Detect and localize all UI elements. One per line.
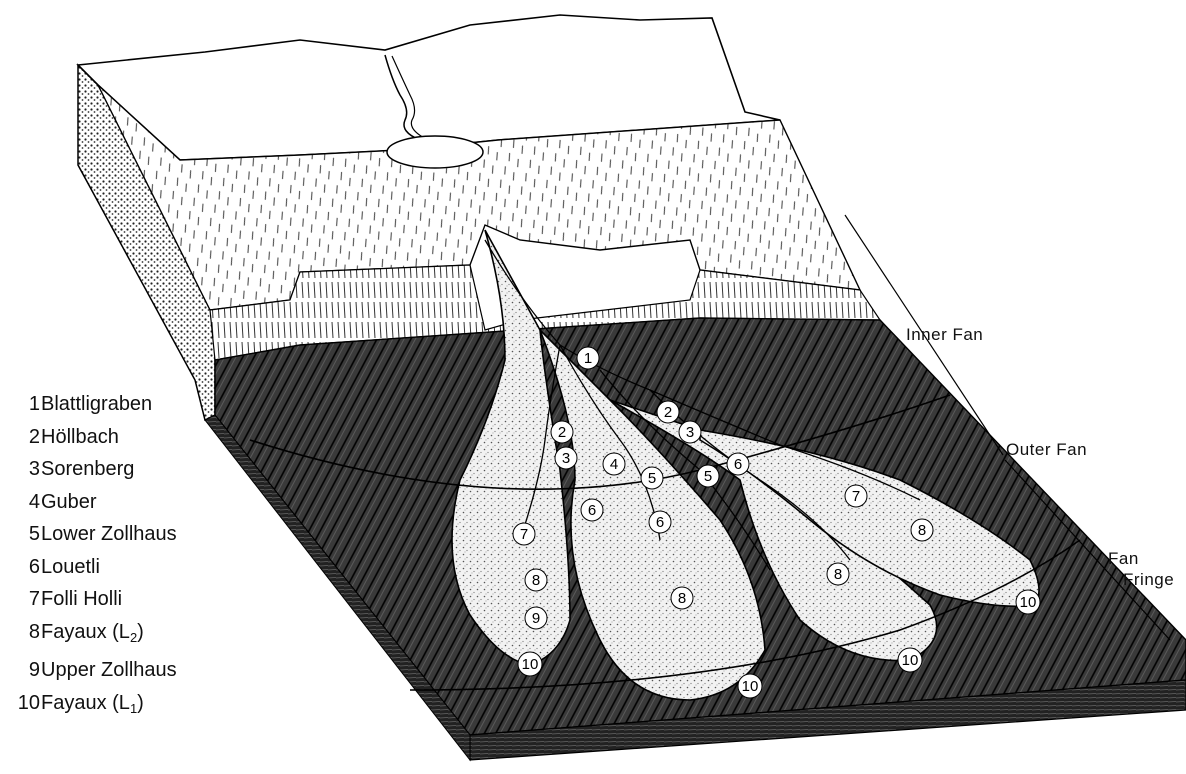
legend-item-2: 2Höllbach bbox=[10, 421, 240, 454]
unit-marker-label: 10 bbox=[1020, 594, 1037, 611]
legend-item-1: 1Blattligraben bbox=[10, 388, 240, 421]
unit-marker-label: 5 bbox=[648, 470, 656, 487]
unit-marker-label: 8 bbox=[918, 522, 926, 539]
unit-marker-10: 10 bbox=[898, 648, 922, 672]
unit-marker-label: 7 bbox=[852, 488, 860, 505]
unit-marker-label: 8 bbox=[532, 572, 540, 589]
legend-item-3: 3Sorenberg bbox=[10, 453, 240, 486]
unit-marker-label: 6 bbox=[656, 514, 664, 531]
unit-marker-8: 8 bbox=[671, 587, 693, 609]
slope-canyon-head bbox=[387, 136, 483, 168]
unit-marker-7: 7 bbox=[513, 523, 535, 545]
unit-marker-9: 9 bbox=[525, 607, 547, 629]
unit-marker-5: 5 bbox=[641, 467, 663, 489]
unit-marker-label: 9 bbox=[532, 610, 540, 627]
unit-marker-8: 8 bbox=[525, 569, 547, 591]
unit-marker-1: 1 bbox=[577, 347, 599, 369]
unit-marker-label: 5 bbox=[704, 468, 712, 485]
zone-label-fan-fringe: Fan Fringe bbox=[1108, 548, 1174, 590]
unit-marker-label: 10 bbox=[902, 652, 919, 669]
unit-marker-label: 8 bbox=[834, 566, 842, 583]
unit-marker-label: 3 bbox=[686, 424, 694, 441]
unit-marker-4: 4 bbox=[603, 453, 625, 475]
unit-marker-8: 8 bbox=[911, 519, 933, 541]
unit-marker-label: 6 bbox=[734, 456, 742, 473]
unit-marker-label: 2 bbox=[664, 404, 672, 421]
unit-marker-5: 5 bbox=[697, 465, 719, 487]
unit-marker-10: 10 bbox=[518, 652, 542, 676]
legend-item-7: 7Folli Holli bbox=[10, 583, 240, 616]
unit-marker-3: 3 bbox=[679, 421, 701, 443]
unit-marker-label: 10 bbox=[742, 678, 759, 695]
unit-marker-7: 7 bbox=[845, 485, 867, 507]
unit-marker-2: 2 bbox=[657, 401, 679, 423]
unit-marker-6: 6 bbox=[581, 499, 603, 521]
unit-marker-label: 7 bbox=[520, 526, 528, 543]
legend-item-4: 4Guber bbox=[10, 486, 240, 519]
legend-item-5: 5Lower Zollhaus bbox=[10, 518, 240, 551]
zone-label-outer-fan: Outer Fan bbox=[1006, 440, 1087, 460]
unit-marker-label: 8 bbox=[678, 590, 686, 607]
unit-marker-label: 3 bbox=[562, 450, 570, 467]
unit-marker-3: 3 bbox=[555, 447, 577, 469]
unit-marker-8: 8 bbox=[827, 563, 849, 585]
unit-marker-label: 6 bbox=[588, 502, 596, 519]
unit-marker-6: 6 bbox=[727, 453, 749, 475]
unit-marker-label: 1 bbox=[584, 350, 592, 367]
unit-marker-label: 4 bbox=[610, 456, 618, 473]
legend: 1Blattligraben 2Höllbach 3Sorenberg 4Gub… bbox=[10, 388, 240, 725]
unit-marker-2: 2 bbox=[551, 421, 573, 443]
legend-item-8: 8Fayaux (L2) bbox=[10, 616, 240, 655]
unit-marker-10: 10 bbox=[1016, 590, 1040, 614]
unit-marker-label: 10 bbox=[522, 656, 539, 673]
unit-marker-label: 2 bbox=[558, 424, 566, 441]
unit-marker-10: 10 bbox=[738, 674, 762, 698]
legend-item-10: 10Fayaux (L1) bbox=[10, 687, 240, 726]
legend-item-9: 9Upper Zollhaus bbox=[10, 654, 240, 687]
unit-marker-6: 6 bbox=[649, 511, 671, 533]
zone-label-inner-fan: Inner Fan bbox=[906, 325, 983, 345]
legend-item-6: 6Louetli bbox=[10, 551, 240, 584]
